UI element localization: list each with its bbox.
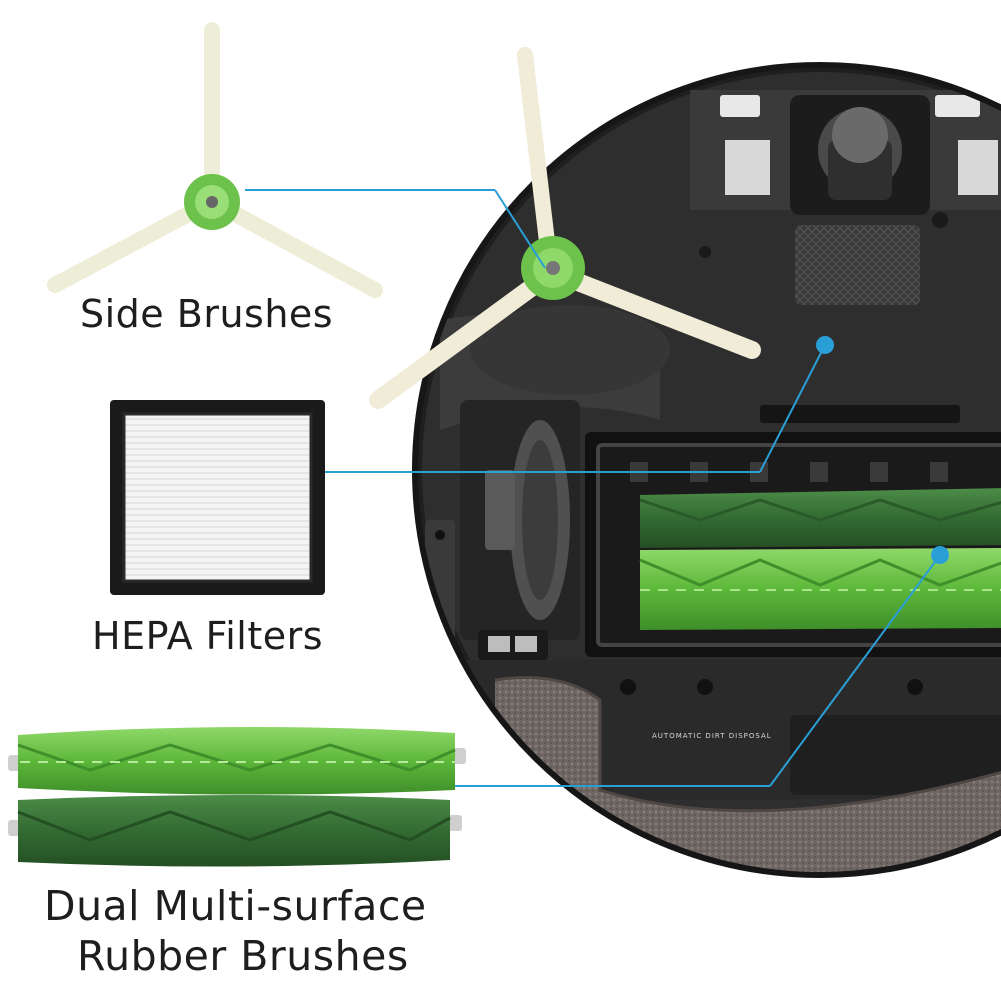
cliff-sensor — [958, 140, 998, 195]
hepa-filter-product — [110, 400, 325, 595]
cliff-sensor — [725, 140, 770, 195]
side-brushes-label: Side Brushes — [80, 292, 334, 336]
side-brush-product — [47, 22, 383, 298]
sensor-window — [720, 95, 760, 117]
robot-underside: AUTOMATIC DIRT DISPOSAL — [369, 47, 1001, 878]
callout-dot — [931, 546, 949, 564]
mop-pad — [495, 677, 1001, 875]
sensor-window — [935, 95, 980, 117]
vent-grille — [795, 225, 920, 305]
rubber-rollers-product — [8, 726, 466, 867]
rubber-brushes-label-line2: Rubber Brushes — [77, 932, 409, 980]
dark-green-roller — [18, 795, 450, 867]
installed-side-brush — [369, 47, 761, 409]
hepa-filters-label: HEPA Filters — [92, 614, 324, 658]
light-green-roller — [18, 726, 455, 795]
robot-imprint: AUTOMATIC DIRT DISPOSAL — [652, 732, 772, 740]
callout-lines — [245, 189, 941, 787]
bin-door — [790, 715, 1001, 795]
rubber-brushes-label-line1: Dual Multi-surface — [44, 882, 427, 930]
callout-dot — [816, 336, 834, 354]
